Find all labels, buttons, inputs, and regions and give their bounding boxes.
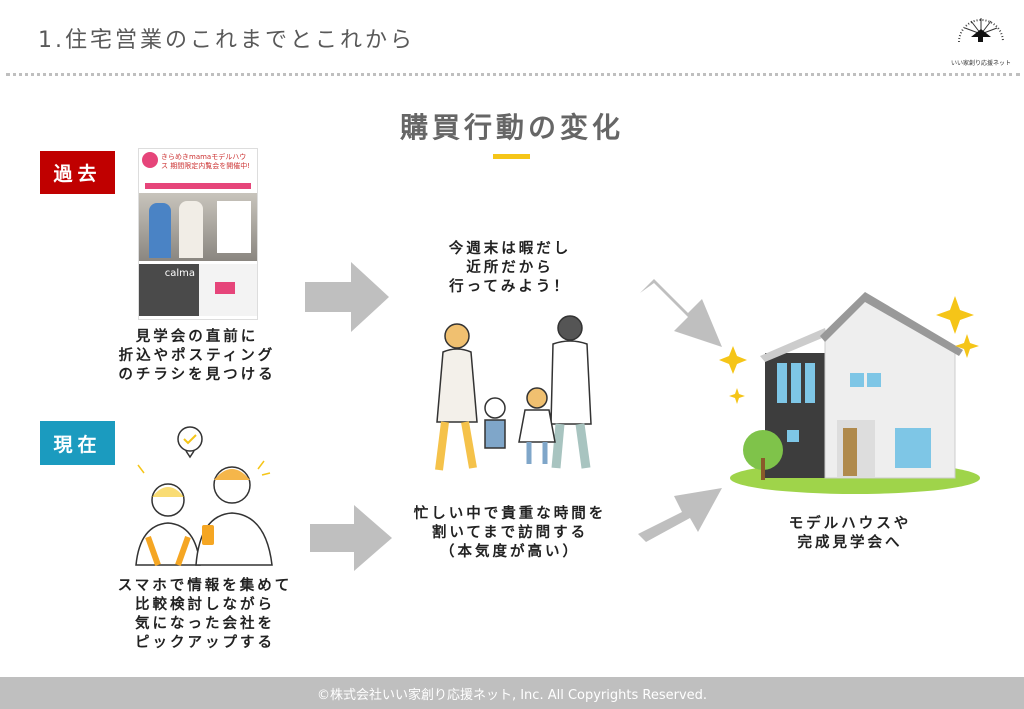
text-line: 完成見学会へ: [797, 535, 903, 551]
arrow-up-right-icon: [638, 488, 722, 542]
logo-emblem-icon: [958, 18, 1004, 43]
present-description: スマホで情報を集めて 比較検討しながら 気になった会社を ピックアップする: [90, 577, 320, 653]
text-line: 行ってみよう！: [449, 279, 571, 295]
header-divider: [6, 73, 1020, 76]
arrow-down-right-icon: [640, 279, 722, 347]
flyer-brand: calma: [164, 268, 195, 279]
past-label: 過去: [40, 151, 115, 194]
text-line: のチラシを見つける: [118, 367, 276, 383]
page-title: 1.住宅営業のこれまでとこれから: [38, 28, 415, 53]
present-label: 現在: [40, 421, 115, 465]
family-walking-illustration: [435, 315, 592, 471]
company-logo: いい家創り応援ネット: [945, 4, 1017, 68]
text-line: 忙しい中で貴重な時間を: [413, 506, 607, 522]
heading-underline: [493, 154, 530, 159]
flyer-title: きらめきmamaモデルハウス 期間限定内覧会を開催中!: [139, 149, 257, 179]
footer-copyright: ©株式会社いい家創り応援ネット, Inc. All Copyrights Res…: [0, 677, 1024, 709]
arrow-right-icon: [310, 505, 392, 571]
text-line: モデルハウスや: [788, 516, 912, 532]
couple-smartphone-illustration: [135, 426, 273, 567]
text-line: 近所だから: [466, 260, 554, 276]
flyer-image: きらめきmamaモデルハウス 期間限定内覧会を開催中! calma: [138, 148, 258, 320]
arrow-right-icon: [305, 262, 389, 332]
text-line: 今週末は暇だし: [448, 241, 572, 257]
section-heading: 購買行動の変化: [399, 111, 624, 144]
destination-description: モデルハウスや 完成見学会へ: [740, 515, 960, 553]
text-line: 割いてまで訪問する: [431, 525, 589, 541]
past-description: 見学会の直前に 折込やポスティング のチラシを見つける: [97, 328, 297, 385]
text-line: 折込やポスティング: [118, 348, 276, 364]
text-line: （本気度が高い）: [440, 544, 580, 560]
text-line: スマホで情報を集めて: [117, 578, 293, 594]
text-line: 比較検討しながら: [135, 597, 275, 613]
text-line: 見学会の直前に: [135, 329, 259, 345]
center-description: 忙しい中で貴重な時間を 割いてまで訪問する （本気度が高い）: [380, 505, 640, 562]
text-line: ピックアップする: [135, 635, 275, 651]
text-line: 気になった会社を: [135, 616, 275, 632]
logo-text: いい家創り応援ネット: [950, 60, 1011, 67]
model-house-illustration: [719, 292, 980, 494]
family-speech: 今週末は暇だし 近所だから 行ってみよう！: [400, 240, 620, 297]
